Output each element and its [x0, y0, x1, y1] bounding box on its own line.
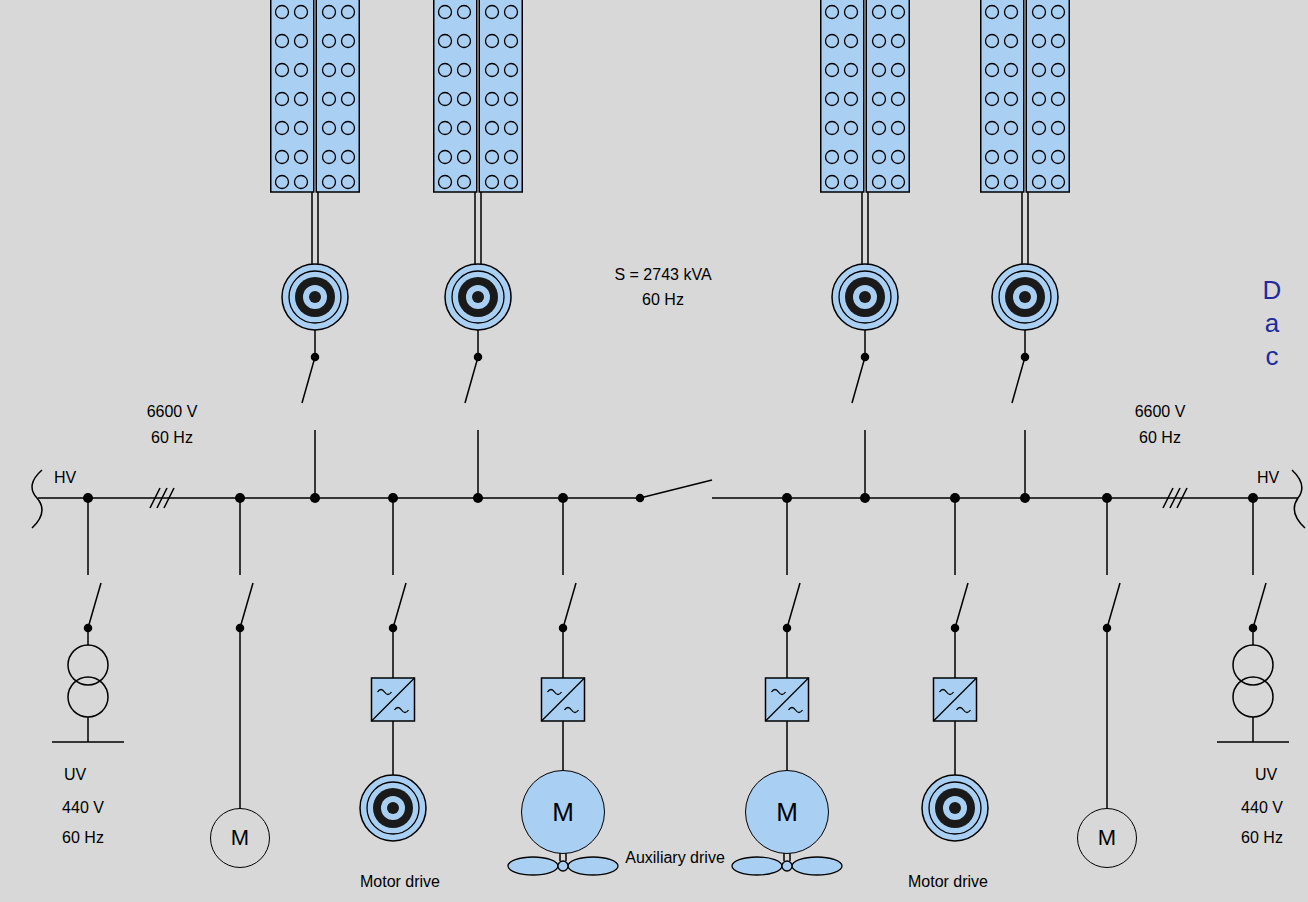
transformer-symbol	[68, 645, 1273, 717]
rating-label: UV	[64, 766, 86, 784]
rating-label: 440 V	[1241, 799, 1283, 817]
motor-circle: M	[210, 808, 270, 868]
motor-circle: M	[1077, 808, 1137, 868]
rating-label: 60 Hz	[1139, 429, 1181, 447]
motor-letter: M	[1098, 827, 1116, 849]
motor-letter: M	[552, 799, 574, 825]
rating-label: HV	[1257, 469, 1279, 487]
generator-breaker	[302, 330, 1029, 498]
feeder-breaker	[85, 498, 1267, 632]
cropped-heading: D	[1263, 276, 1282, 305]
motor-circle: M	[521, 770, 605, 854]
converter-symbol	[372, 678, 977, 721]
rating-label: 60 Hz	[151, 429, 193, 447]
rating-label: 60 Hz	[642, 291, 684, 309]
motor-circle: M	[745, 770, 829, 854]
rating-label: Motor drive	[908, 873, 988, 891]
busbar	[32, 470, 1305, 528]
motor-letter: M	[776, 799, 798, 825]
rating-label: 440 V	[62, 799, 104, 817]
drive-machine-symbol	[360, 775, 988, 841]
rating-label: 60 Hz	[62, 829, 104, 847]
rating-label: Motor drive	[360, 873, 440, 891]
rating-label: Auxiliary drive	[625, 849, 725, 867]
generator-symbol	[282, 264, 1058, 330]
diesel-engine	[271, 0, 1070, 264]
rating-label: UV	[1255, 766, 1277, 784]
cropped-heading: a	[1265, 309, 1279, 338]
junction-dot	[83, 493, 1258, 503]
feeder-wire	[52, 628, 1289, 861]
motor-letter: M	[231, 827, 249, 849]
rating-label: 6600 V	[147, 403, 198, 421]
cropped-heading: c	[1266, 342, 1279, 371]
rating-label: S = 2743 kVA	[614, 266, 711, 284]
rating-label: HV	[54, 469, 76, 487]
rating-label: 60 Hz	[1241, 829, 1283, 847]
rating-label: 6600 V	[1135, 403, 1186, 421]
